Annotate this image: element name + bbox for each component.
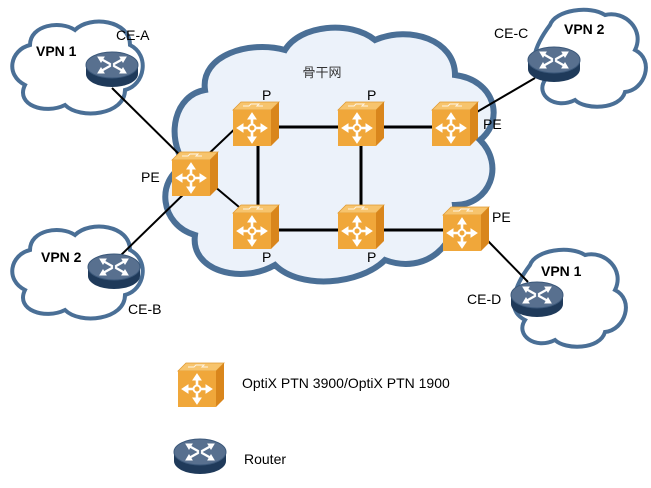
vpn-cloud-b <box>10 224 145 321</box>
node-p-bottom-left[interactable] <box>231 203 281 251</box>
node-p-bottom-right[interactable] <box>336 203 386 251</box>
label-p-top-right: P <box>367 87 376 103</box>
legend-label-ptn: OptiX PTN 3900/OptiX PTN 1900 <box>242 375 450 391</box>
label-p-bottom-right: P <box>367 249 376 265</box>
node-pe-bottom-right[interactable] <box>441 205 491 253</box>
node-p-top-right[interactable] <box>336 100 386 148</box>
node-p-top-left[interactable] <box>231 100 281 148</box>
label-p-top-left: P <box>262 87 271 103</box>
vpn-cloud-a <box>10 19 145 116</box>
site-label-vpn2-b: VPN 2 <box>41 249 82 265</box>
legend-label-router: Router <box>244 451 286 467</box>
link-ce-b-pe <box>117 187 191 259</box>
label-ce-d: CE-D <box>467 291 501 307</box>
ptn-switch-icon <box>176 361 226 409</box>
label-ce-a: CE-A <box>116 27 150 43</box>
label-pe-left: PE <box>141 169 160 185</box>
legend: OptiX PTN 3900/OptiX PTN 1900 Router <box>172 361 450 476</box>
link-pe-ce-d <box>487 240 529 283</box>
link-ce-c-pe <box>469 77 536 117</box>
site-label-vpn2-c: VPN 2 <box>564 21 605 37</box>
site-label-vpn1-d: VPN 1 <box>541 263 582 279</box>
label-ce-b: CE-B <box>128 301 161 317</box>
node-ce-d[interactable] <box>509 280 565 319</box>
backbone-label: 骨干网 <box>302 66 341 81</box>
label-pe-top-right: PE <box>483 116 502 132</box>
node-ce-b[interactable] <box>86 252 142 291</box>
label-p-bottom-left: P <box>262 249 271 265</box>
node-pe-left[interactable] <box>170 150 220 198</box>
node-pe-top-right[interactable] <box>430 100 480 148</box>
vpn-cloud-d <box>511 247 628 349</box>
node-ce-a[interactable] <box>84 50 140 89</box>
router-icon <box>172 437 228 476</box>
label-ce-c: CE-C <box>494 25 528 41</box>
label-pe-bottom-right: PE <box>492 209 511 225</box>
node-ce-c[interactable] <box>526 45 582 84</box>
site-label-vpn1-a: VPN 1 <box>36 43 77 59</box>
